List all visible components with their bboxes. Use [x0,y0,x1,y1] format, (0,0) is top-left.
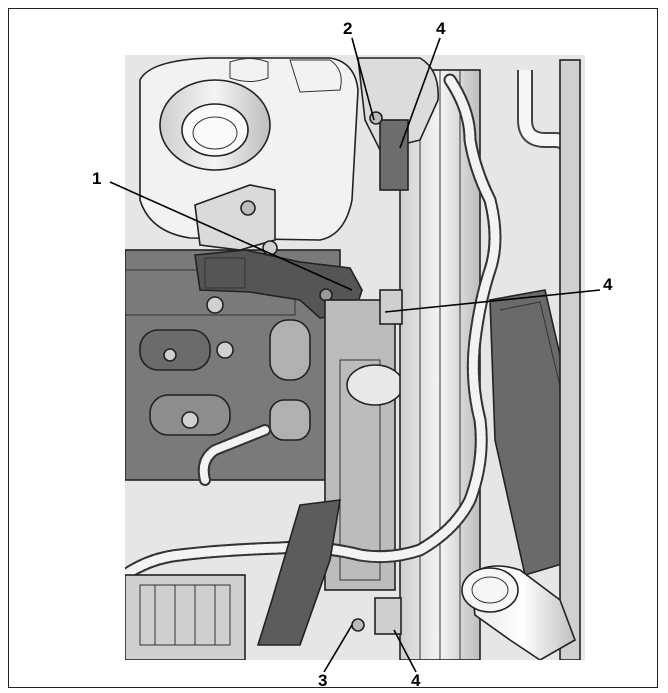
frame-rail [559,59,581,660]
callout-4-top: 4 [436,19,446,38]
bolt-1 [206,296,224,314]
wire-harness-branch-sleeve [199,426,269,484]
idler-pulley [346,364,404,406]
block-pad-3 [269,319,311,381]
bracket-bolt [240,200,256,216]
clip-bracket-upper [379,289,403,325]
callout-4-bottom: 4 [411,671,421,690]
bolt-3 [181,411,199,429]
callout-3: 3 [318,671,327,690]
block-pad-4 [269,399,311,441]
cover-boss [229,58,269,82]
bolt-lower [351,618,365,632]
mount-plate [204,257,246,289]
cap-center [192,116,238,150]
belt-region [324,299,396,591]
alternator [125,574,246,660]
bolt-2 [216,341,234,359]
leader-2 [351,37,375,121]
leader-1 [109,181,353,291]
lower-strap-bracket [256,499,341,646]
cover-ridge [289,59,342,93]
callout-4-right: 4 [603,275,613,294]
leader-3 [323,624,353,673]
sensor-clamp [379,119,409,191]
leader-4a [399,37,441,149]
alternator-fins [139,584,231,646]
elbow-pipe-opening [461,567,519,613]
leader-4c [393,629,417,673]
clip-bracket-lower [374,597,402,635]
callout-2: 2 [343,19,352,38]
callout-1: 1 [92,169,101,188]
elbow-pipe-inner [471,576,509,604]
block-pad-1 [139,329,211,371]
cover-bracket [194,184,276,251]
wire-harness-main-sleeve [125,75,500,580]
bolt-4 [163,348,177,362]
oil-filler-cap-top [181,103,249,157]
leader-4b [384,289,601,313]
belt [339,359,381,581]
